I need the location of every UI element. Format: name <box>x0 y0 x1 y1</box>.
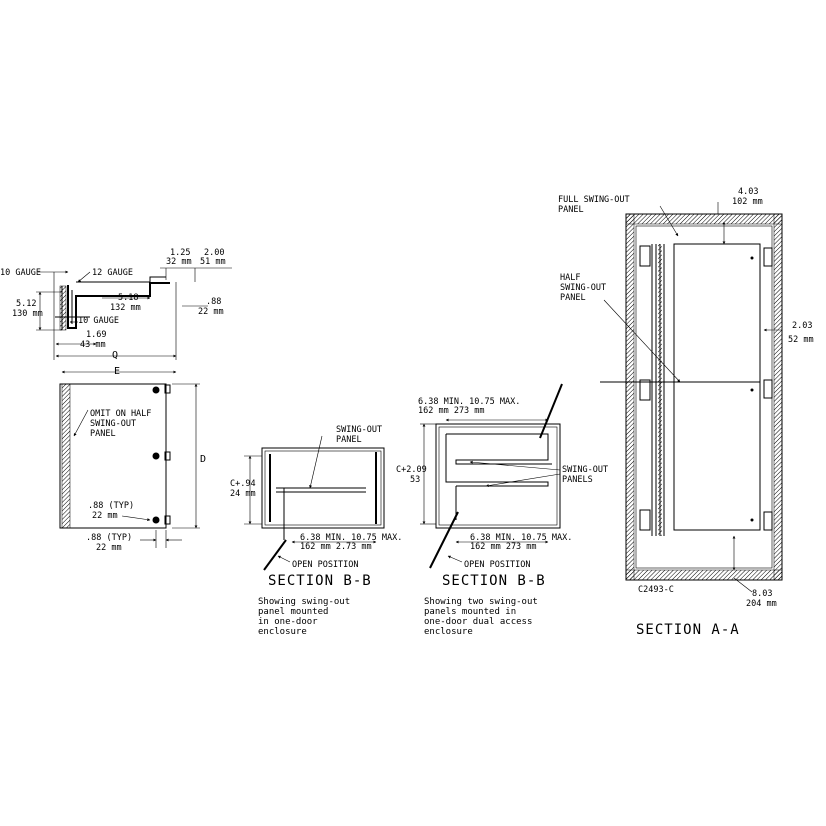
omit-note-line2: SWING-OUT <box>90 419 136 429</box>
c-dim: C+.94 <box>230 479 256 489</box>
swing-out-panels-line1: SWING-OUT <box>562 465 608 475</box>
door-open-bottom <box>429 511 459 569</box>
section-bb-dual-access: 6.38 MIN. 10.75 MAX. 162 mm 273 mm C+2.0… <box>396 383 608 637</box>
dim-1-25: 1.25 <box>170 248 190 258</box>
typ-dim-1-in: .88 (TYP) <box>88 501 134 511</box>
dim-102mm: 102 mm <box>732 197 763 207</box>
dim-1-69: 1.69 <box>86 330 106 340</box>
c-dim: C+2.09 <box>396 465 427 475</box>
drawing-code: C2493-C <box>638 585 674 595</box>
omit-note-line1: OMIT ON HALF <box>90 409 151 419</box>
typ-dim-2-mm: 22 mm <box>96 543 122 553</box>
label-e: E <box>114 366 120 377</box>
dim-5-12: 5.12 <box>16 299 36 309</box>
door-open-top <box>539 383 563 439</box>
section-aa: FULL SWING-OUT PANEL 4.03 102 mm HALF SW… <box>558 187 814 638</box>
bottom-dim: 6.38 MIN. 10.75 MAX. <box>300 533 402 543</box>
open-position-label: OPEN POSITION <box>464 560 531 570</box>
c-dim-mm: 24 mm <box>230 489 256 499</box>
section-title: SECTION B-B <box>442 573 546 589</box>
half-swing-out-panel <box>673 381 761 531</box>
dim-2-00: 2.00 <box>204 248 224 258</box>
mount-hole-mid-right <box>152 452 160 460</box>
front-view: D OMIT ON HALF SWING-OUT PANEL .88 (TYP)… <box>59 383 206 553</box>
half-swing-label-line3: PANEL <box>560 293 586 303</box>
half-swing-label-line2: SWING-OUT <box>560 283 606 293</box>
gauge-left-label: 10 GAUGE <box>0 268 41 278</box>
dim-204mm: 204 mm <box>746 599 777 609</box>
dim-8-03: 8.03 <box>752 589 772 599</box>
dim-43mm: 43 mm <box>80 340 106 350</box>
caption-line3: in one-door <box>258 617 318 627</box>
caption-line4: enclosure <box>424 627 473 637</box>
omit-note-line3: PANEL <box>90 429 116 439</box>
label-q: Q <box>112 350 118 361</box>
half-swing-label-line1: HALF <box>560 273 580 283</box>
typ-dim-1-mm: 22 mm <box>92 511 118 521</box>
label-d: D <box>200 454 206 465</box>
top-view-profile: 10 GAUGE 12 GAUGE 10 GAUGE 1.25 32 mm 2.… <box>0 248 232 377</box>
dim-51mm: 51 mm <box>200 257 226 267</box>
swing-out-label-line2: PANEL <box>336 435 362 445</box>
caption-line3: one-door dual access <box>424 617 532 627</box>
dim-0-88: .88 <box>206 297 221 307</box>
dim-32mm: 32 mm <box>166 257 192 267</box>
dim-5-18: 5.18 <box>118 293 138 303</box>
caption-line2: panel mounted <box>258 607 328 617</box>
dim-2-03: 2.03 <box>792 321 812 331</box>
bottom-dim: 6.38 MIN. 10.75 MAX. <box>470 533 572 543</box>
bottom-dim-mm: 162 mm 2.73 mm <box>300 542 372 552</box>
top-dim-mm: 162 mm 273 mm <box>418 406 485 416</box>
swing-out-panels-line2: PANELS <box>562 475 593 485</box>
gauge-top-label: 12 GAUGE <box>92 268 133 278</box>
caption-line4: enclosure <box>258 627 307 637</box>
caption-line1: Showing swing-out <box>258 597 350 607</box>
dim-132mm: 132 mm <box>110 303 141 313</box>
open-position-label: OPEN POSITION <box>292 560 359 570</box>
c-dim-mm: 53 <box>410 475 420 485</box>
dim-130mm: 130 mm <box>12 309 43 319</box>
caption-line2: panels mounted in <box>424 607 516 617</box>
mount-hole-top-right <box>152 386 160 394</box>
door-open-position-line <box>263 539 287 571</box>
section-aa-title: SECTION A-A <box>636 622 740 638</box>
dim-4-03: 4.03 <box>738 187 758 197</box>
dim-22mm: 22 mm <box>198 307 224 317</box>
dim-52mm: 52 mm <box>788 335 814 345</box>
typ-dim-2-in: .88 (TYP) <box>86 533 132 543</box>
full-swing-out-panel <box>673 243 761 383</box>
section-bb-one-door: SWING-OUT PANEL C+.94 24 mm 6.38 MIN. 10… <box>230 425 402 637</box>
gauge-bottom-label: 10 GAUGE <box>78 316 119 326</box>
section-title: SECTION B-B <box>268 573 372 589</box>
swing-out-label-line1: SWING-OUT <box>336 425 382 435</box>
full-swing-label-line2: PANEL <box>558 205 584 215</box>
top-dim: 6.38 MIN. 10.75 MAX. <box>418 397 520 407</box>
full-swing-label-line1: FULL SWING-OUT <box>558 195 630 205</box>
caption-line1: Showing two swing-out <box>424 597 538 607</box>
mount-hole-bottom-right <box>152 516 160 524</box>
bottom-dim-mm: 162 mm 273 mm <box>470 542 537 552</box>
